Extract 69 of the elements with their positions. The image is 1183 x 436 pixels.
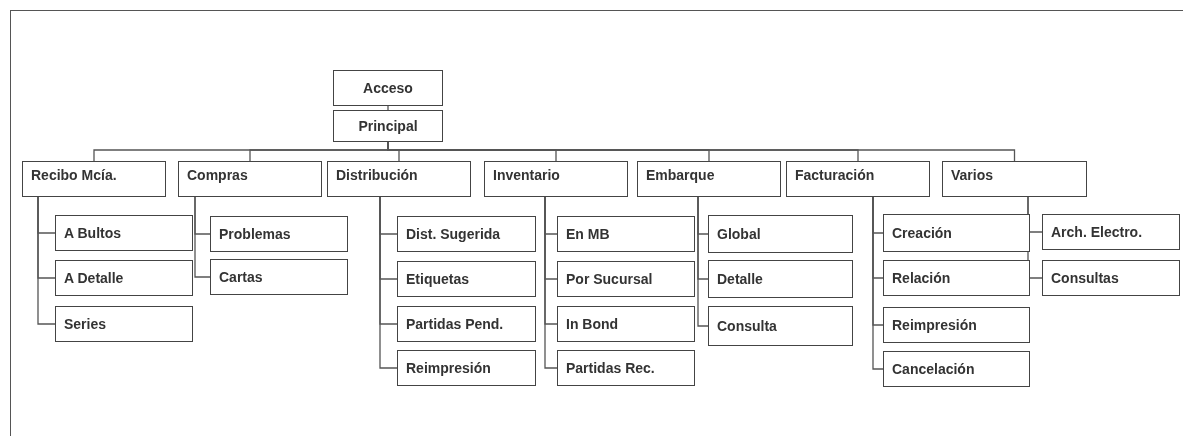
menu-box	[55, 260, 193, 296]
box-label: Varios	[951, 167, 994, 183]
menu-box	[397, 216, 536, 252]
box-label: Cartas	[219, 269, 263, 285]
connector-line	[194, 196, 211, 278]
box-label: Partidas Rec.	[566, 360, 655, 376]
box-label: Embarque	[646, 167, 715, 183]
box-label: Detalle	[717, 271, 763, 287]
menu-box	[557, 306, 695, 342]
menu-box	[708, 215, 853, 253]
menu-box	[557, 350, 695, 386]
connector-line	[387, 105, 389, 111]
connector-line	[697, 196, 709, 327]
menu-box	[333, 70, 443, 106]
box-label: Consulta	[717, 318, 777, 334]
box-label: Reimpresión	[892, 317, 977, 333]
box-label: Inventario	[493, 167, 560, 183]
menu-box	[333, 110, 443, 142]
menu-box	[327, 161, 471, 197]
menu-box	[557, 216, 695, 252]
box-label: En MB	[566, 226, 610, 242]
menu-box	[786, 161, 930, 197]
box-label: Recibo Mcía.	[31, 167, 117, 183]
box-label: Facturación	[795, 167, 875, 183]
menu-box	[942, 161, 1087, 197]
box-label: A Bultos	[64, 225, 122, 241]
box-label: A Detalle	[64, 270, 124, 286]
menu-box	[178, 161, 322, 197]
box-label: Relación	[892, 270, 951, 286]
menu-box	[883, 307, 1030, 343]
box-label: Principal	[358, 118, 418, 134]
menu-box	[883, 260, 1030, 296]
connector-line	[37, 196, 56, 325]
box-label: Partidas Pend.	[406, 316, 504, 332]
connector-line	[872, 196, 884, 370]
box-label: Dist. Sugerida	[406, 226, 501, 242]
menu-box	[1042, 260, 1180, 296]
menu-box	[1042, 214, 1180, 250]
box-label: Reimpresión	[406, 360, 491, 376]
box-label: Problemas	[219, 226, 291, 242]
menu-box	[210, 259, 348, 295]
connector-line	[379, 196, 398, 369]
menu-box	[883, 214, 1030, 252]
box-label: Cancelación	[892, 361, 975, 377]
menu-box	[397, 306, 536, 342]
menu-box	[397, 350, 536, 386]
box-label: Por Sucursal	[566, 271, 653, 287]
box-label: Distribución	[336, 167, 418, 183]
box-label: Compras	[187, 167, 248, 183]
menu-box	[637, 161, 781, 197]
menu-box	[883, 351, 1030, 387]
menu-box	[708, 306, 853, 346]
menu-box	[210, 216, 348, 252]
box-label: Global	[717, 226, 761, 242]
menu-box	[708, 260, 853, 298]
connector-line	[544, 196, 558, 369]
box-label: Series	[64, 316, 107, 332]
box-label: Etiquetas	[406, 271, 469, 287]
menu-box	[22, 161, 166, 197]
menu-box	[484, 161, 628, 197]
menu-box	[557, 261, 695, 297]
box-label: Acceso	[363, 80, 413, 96]
menu-box	[55, 306, 193, 342]
box-label: In Bond	[566, 316, 619, 332]
menu-box	[55, 215, 193, 251]
box-label: Creación	[892, 225, 952, 241]
menu-box	[397, 261, 536, 297]
box-label: Arch. Electro.	[1051, 224, 1143, 240]
box-label: Consultas	[1051, 270, 1119, 286]
